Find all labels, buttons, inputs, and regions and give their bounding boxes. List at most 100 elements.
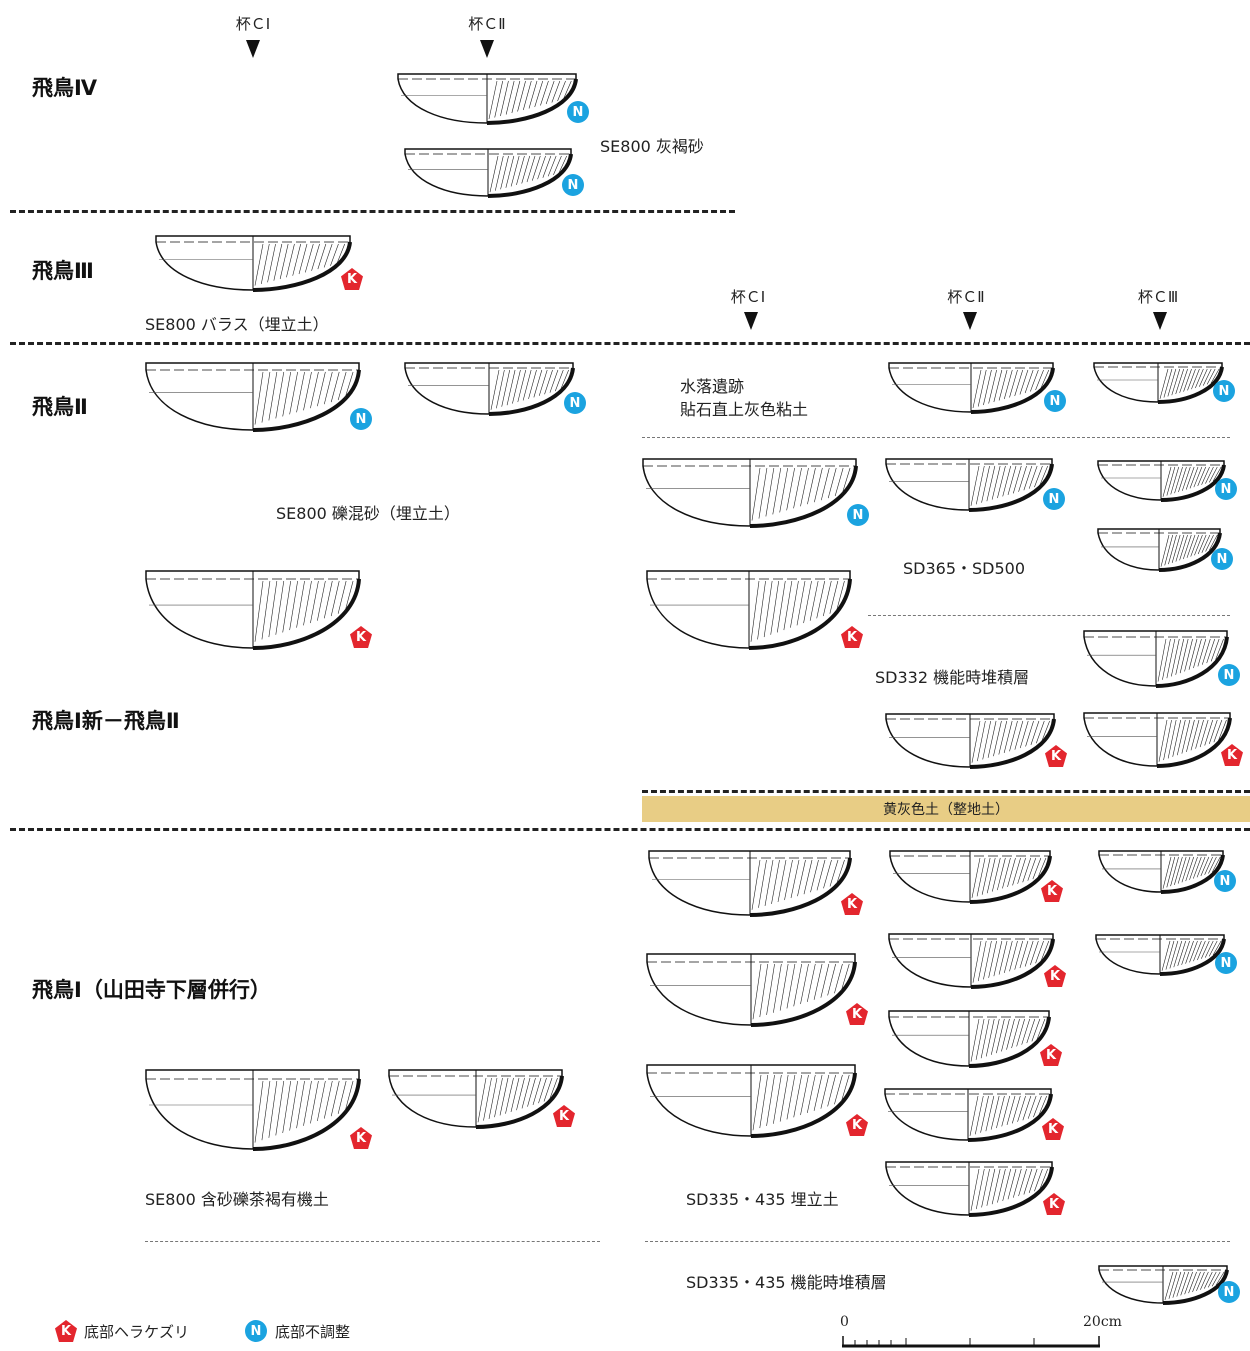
context-se800-gray-sand: SE800 灰褐砂 xyxy=(600,137,704,156)
vessel-11: N xyxy=(1097,528,1233,574)
vessel-9: N xyxy=(885,458,1065,514)
vessel-29: N xyxy=(1098,1265,1240,1307)
unadjusted-base-badge: N xyxy=(1043,488,1065,510)
vessel-3: K xyxy=(155,235,363,294)
type-label-c1: 杯ＣⅠ xyxy=(235,15,271,33)
type-arrow-c2-right xyxy=(963,312,977,330)
vessel-14: N xyxy=(1083,630,1240,690)
unadjusted-base-badge: N xyxy=(562,174,584,196)
scale-twenty: 20cm xyxy=(1083,1314,1122,1330)
phase-asuka1-new: 飛鳥Ⅰ新－飛鳥Ⅱ xyxy=(32,709,180,733)
scraped-base-badge: K xyxy=(841,626,863,648)
type-arrow-c3-right xyxy=(1153,312,1167,330)
scraped-base-badge: K xyxy=(846,1003,868,1025)
unadjusted-base-badge: N xyxy=(564,392,586,414)
vessel-20: K xyxy=(888,933,1066,991)
scraped-base-badge: K xyxy=(841,893,863,915)
context-sd365-sd500: SD365・SD500 xyxy=(903,559,1026,578)
vessel-21: N xyxy=(1095,934,1237,978)
type-label-c1-right: 杯ＣⅠ xyxy=(730,288,766,306)
type-label-c2: 杯ＣⅡ xyxy=(468,15,506,33)
scale-zero: 0 xyxy=(840,1314,849,1330)
vessel-16: K xyxy=(1083,712,1243,770)
vessel-7: N xyxy=(1093,362,1235,406)
scraped-base-badge: K xyxy=(1041,880,1063,902)
divider-se800-organic xyxy=(145,1241,600,1242)
unadjusted-base-badge: N xyxy=(1211,548,1233,570)
vessel-24: K xyxy=(646,1064,868,1140)
unadjusted-base-badge: N xyxy=(1215,478,1237,500)
vessel-12: K xyxy=(145,570,372,652)
phase-asuka4: 飛鳥Ⅳ xyxy=(32,76,98,100)
scraped-base-badge: K xyxy=(341,268,363,290)
type-arrow-c1 xyxy=(246,40,260,58)
scraped-base-badge: K xyxy=(553,1105,575,1127)
unadjusted-base-badge: N xyxy=(1213,380,1235,402)
scraped-base-badge: K xyxy=(1043,1193,1065,1215)
vessel-27: K xyxy=(884,1088,1064,1144)
scraped-base-badge: K xyxy=(1221,744,1243,766)
context-suiraku-2: 貼石直上灰色粘土 xyxy=(680,400,809,419)
context-suiraku-1: 水落遺跡 xyxy=(680,377,745,396)
unadjusted-base-badge: N xyxy=(567,101,589,123)
separator-asuka4 xyxy=(10,210,735,213)
vessel-25: K xyxy=(145,1069,372,1153)
scraped-base-badge: K xyxy=(350,1127,372,1149)
vessel-17: K xyxy=(648,850,863,919)
vessel-22: K xyxy=(646,953,868,1029)
phase-asuka3: 飛鳥Ⅲ xyxy=(32,259,94,283)
type-label-c3-right: 杯ＣⅢ xyxy=(1137,288,1179,306)
unadjusted-base-badge: N xyxy=(1215,952,1237,974)
context-sd335-fill: SD335・435 埋立土 xyxy=(686,1190,839,1209)
layer-band-label: 黄灰色土（整地土） xyxy=(883,802,1009,818)
context-se800-balas: SE800 バラス（埋立土） xyxy=(145,315,329,334)
vessel-6: N xyxy=(888,362,1066,416)
legend-k-badge: K xyxy=(55,1320,77,1342)
legend-k-label: 底部ヘラケズリ xyxy=(84,1323,190,1341)
vessel-18: K xyxy=(889,850,1063,906)
layer-band: 黄灰色土（整地土） xyxy=(642,796,1250,822)
separator-asuka1 xyxy=(10,828,1250,831)
scale-bar xyxy=(842,1336,1100,1348)
scraped-base-badge: K xyxy=(846,1114,868,1136)
vessel-10: N xyxy=(1097,460,1237,504)
unadjusted-base-badge: N xyxy=(1044,390,1066,412)
divider-sd332 xyxy=(868,615,1230,616)
unadjusted-base-badge: N xyxy=(1218,664,1240,686)
divider-sd335 xyxy=(645,1241,1230,1242)
vessel-5: N xyxy=(404,362,586,418)
vessel-28: K xyxy=(885,1161,1065,1219)
legend-n-badge: N xyxy=(245,1320,267,1342)
scraped-base-badge: K xyxy=(1042,1118,1064,1140)
divider-suiraku xyxy=(642,437,1230,438)
separator-asuka3 xyxy=(10,342,1250,345)
scraped-base-badge: K xyxy=(1040,1044,1062,1066)
vessel-23: K xyxy=(888,1010,1062,1070)
vessel-13: K xyxy=(646,570,863,652)
scraped-base-badge: K xyxy=(1045,745,1067,767)
vessel-4: N xyxy=(145,362,372,434)
unadjusted-base-badge: N xyxy=(1218,1281,1240,1303)
phase-asuka2: 飛鳥Ⅱ xyxy=(32,395,88,419)
vessel-19: N xyxy=(1098,850,1236,896)
vessel-26: K xyxy=(388,1069,575,1131)
phase-asuka1: 飛鳥Ⅰ（山田寺下層併行） xyxy=(32,978,271,1002)
unadjusted-base-badge: N xyxy=(847,504,869,526)
context-se800-organic: SE800 含砂礫茶褐有機土 xyxy=(145,1190,329,1209)
separator-band-top xyxy=(642,790,1250,793)
type-arrow-c2 xyxy=(480,40,494,58)
type-label-c2-right: 杯ＣⅡ xyxy=(947,288,985,306)
scraped-base-badge: K xyxy=(350,626,372,648)
unadjusted-base-badge: N xyxy=(350,408,372,430)
context-sd335-functional: SD335・435 機能時堆積層 xyxy=(686,1273,887,1292)
context-sd332: SD332 機能時堆積層 xyxy=(875,668,1030,687)
unadjusted-base-badge: N xyxy=(1214,870,1236,892)
scraped-base-badge: K xyxy=(1044,965,1066,987)
type-arrow-c1-right xyxy=(744,312,758,330)
vessel-15: K xyxy=(885,713,1067,771)
context-se800-gravel: SE800 礫混砂（埋立土） xyxy=(276,504,460,523)
vessel-2: N xyxy=(404,148,584,200)
legend-n-label: 底部不調整 xyxy=(275,1323,351,1341)
vessel-1: N xyxy=(397,73,589,127)
vessel-8: N xyxy=(642,458,869,530)
